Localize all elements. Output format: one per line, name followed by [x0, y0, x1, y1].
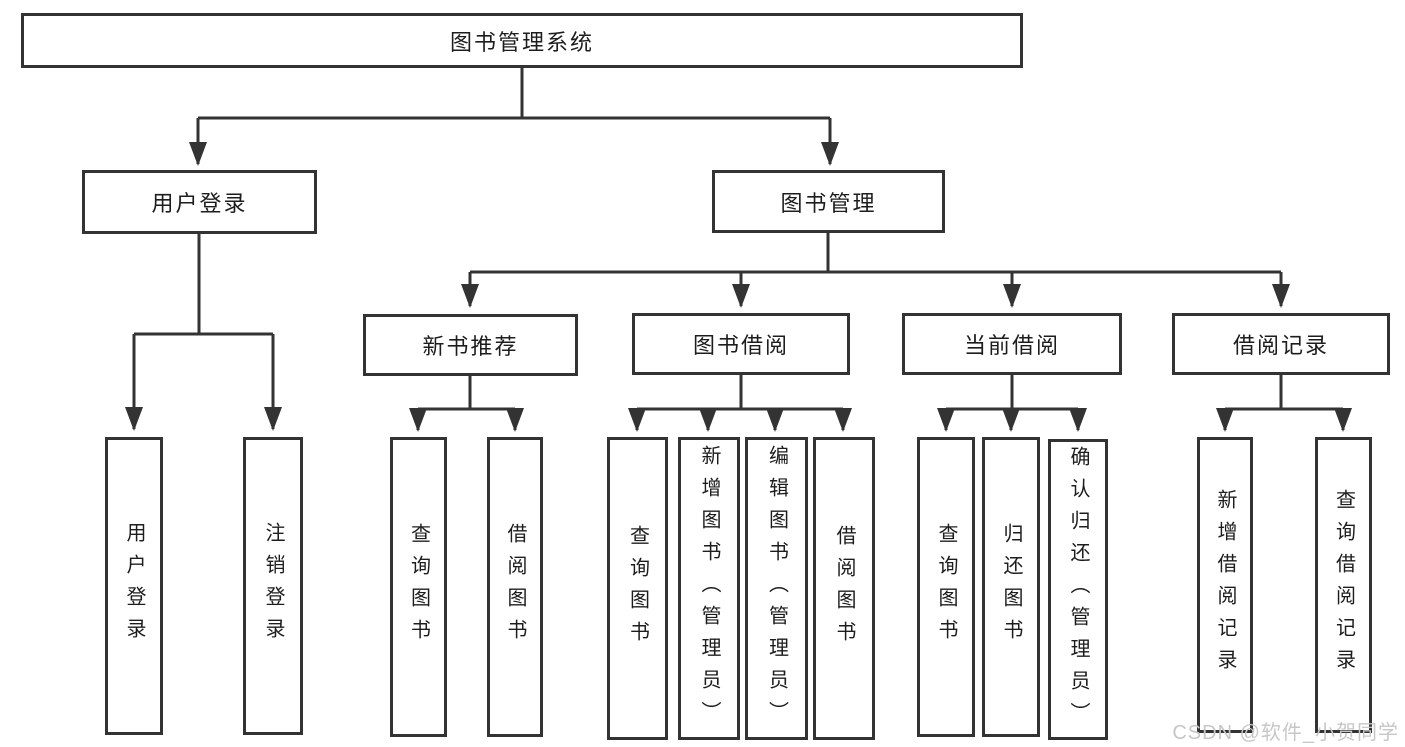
leaf-records-add-record: 新增借阅记录 [1197, 437, 1253, 733]
leaf-current-query-books: 查询图书 [917, 437, 975, 737]
leaf-borrow-query-books: 查询图书 [607, 437, 668, 740]
node-book-management: 图书管理 [712, 170, 945, 233]
leaf-user-login: 用户登录 [105, 437, 163, 735]
node-book-borrowing: 图书借阅 [632, 313, 850, 375]
leaf-records-query-record: 查询借阅记录 [1315, 437, 1372, 733]
leaf-borrow-add-books-admin: 新增图书（管理员） [678, 437, 740, 740]
node-library-management-system: 图书管理系统 [21, 13, 1023, 68]
leaf-borrow-edit-books-admin: 编辑图书（管理员） [745, 437, 808, 740]
leaf-logout: 注销登录 [243, 437, 303, 735]
node-new-book-recommendation: 新书推荐 [363, 314, 578, 376]
node-user-login: 用户登录 [82, 170, 317, 234]
leaf-borrow-borrow-books: 借阅图书 [813, 437, 875, 740]
node-current-borrowing: 当前借阅 [902, 313, 1122, 375]
leaf-current-return-books: 归还图书 [982, 437, 1040, 737]
leaf-newbook-borrow-books: 借阅图书 [487, 437, 543, 737]
leaf-newbook-query-books: 查询图书 [390, 437, 447, 737]
csdn-watermark: CSDN @软件_小贺同学 [1172, 722, 1399, 744]
leaf-current-confirm-return-admin: 确认归还（管理员） [1048, 439, 1108, 740]
node-borrowing-records: 借阅记录 [1172, 313, 1390, 375]
